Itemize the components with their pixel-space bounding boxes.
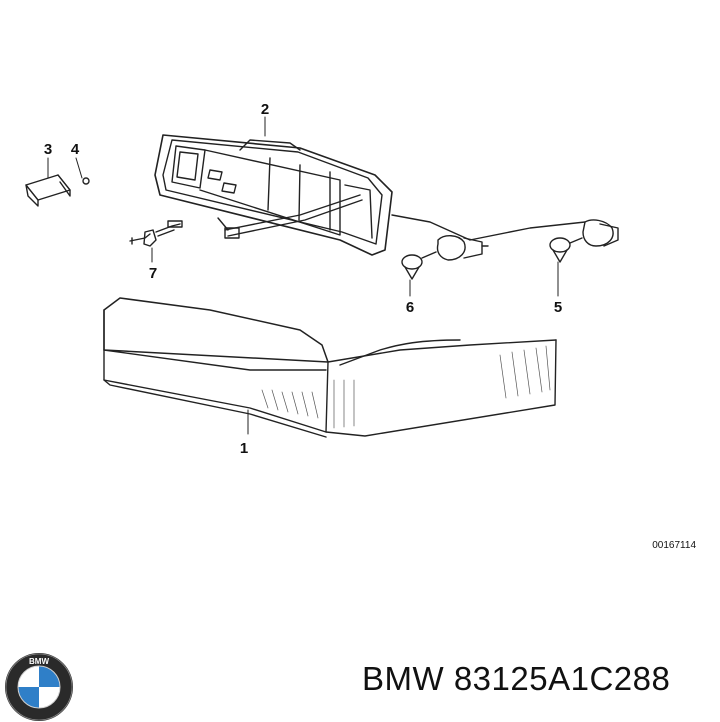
part-number: BMW 83125A1C288 bbox=[362, 660, 671, 697]
callout-1: 1 bbox=[240, 440, 248, 457]
connector-part-7 bbox=[129, 220, 183, 247]
callout-6: 6 bbox=[406, 299, 414, 316]
callout-5: 5 bbox=[554, 299, 562, 316]
clip-part-3 bbox=[25, 174, 71, 207]
callout-2: 2 bbox=[261, 101, 269, 118]
bulb-socket-part-6 bbox=[401, 235, 489, 280]
screw-part-4 bbox=[82, 177, 90, 185]
lens-part-1 bbox=[103, 297, 557, 438]
lamp-housing-part-2 bbox=[154, 134, 393, 256]
callout-3: 3 bbox=[44, 141, 52, 158]
bmw-logo-lettering: BMW bbox=[29, 657, 49, 666]
drawing-id: 00167114 bbox=[652, 540, 696, 551]
leader-lines bbox=[47, 116, 559, 435]
callout-4: 4 bbox=[71, 141, 80, 158]
callout-7: 7 bbox=[149, 265, 157, 282]
bmw-logo-icon: BMW bbox=[5, 653, 73, 721]
bulb-socket-part-5 bbox=[391, 214, 619, 263]
